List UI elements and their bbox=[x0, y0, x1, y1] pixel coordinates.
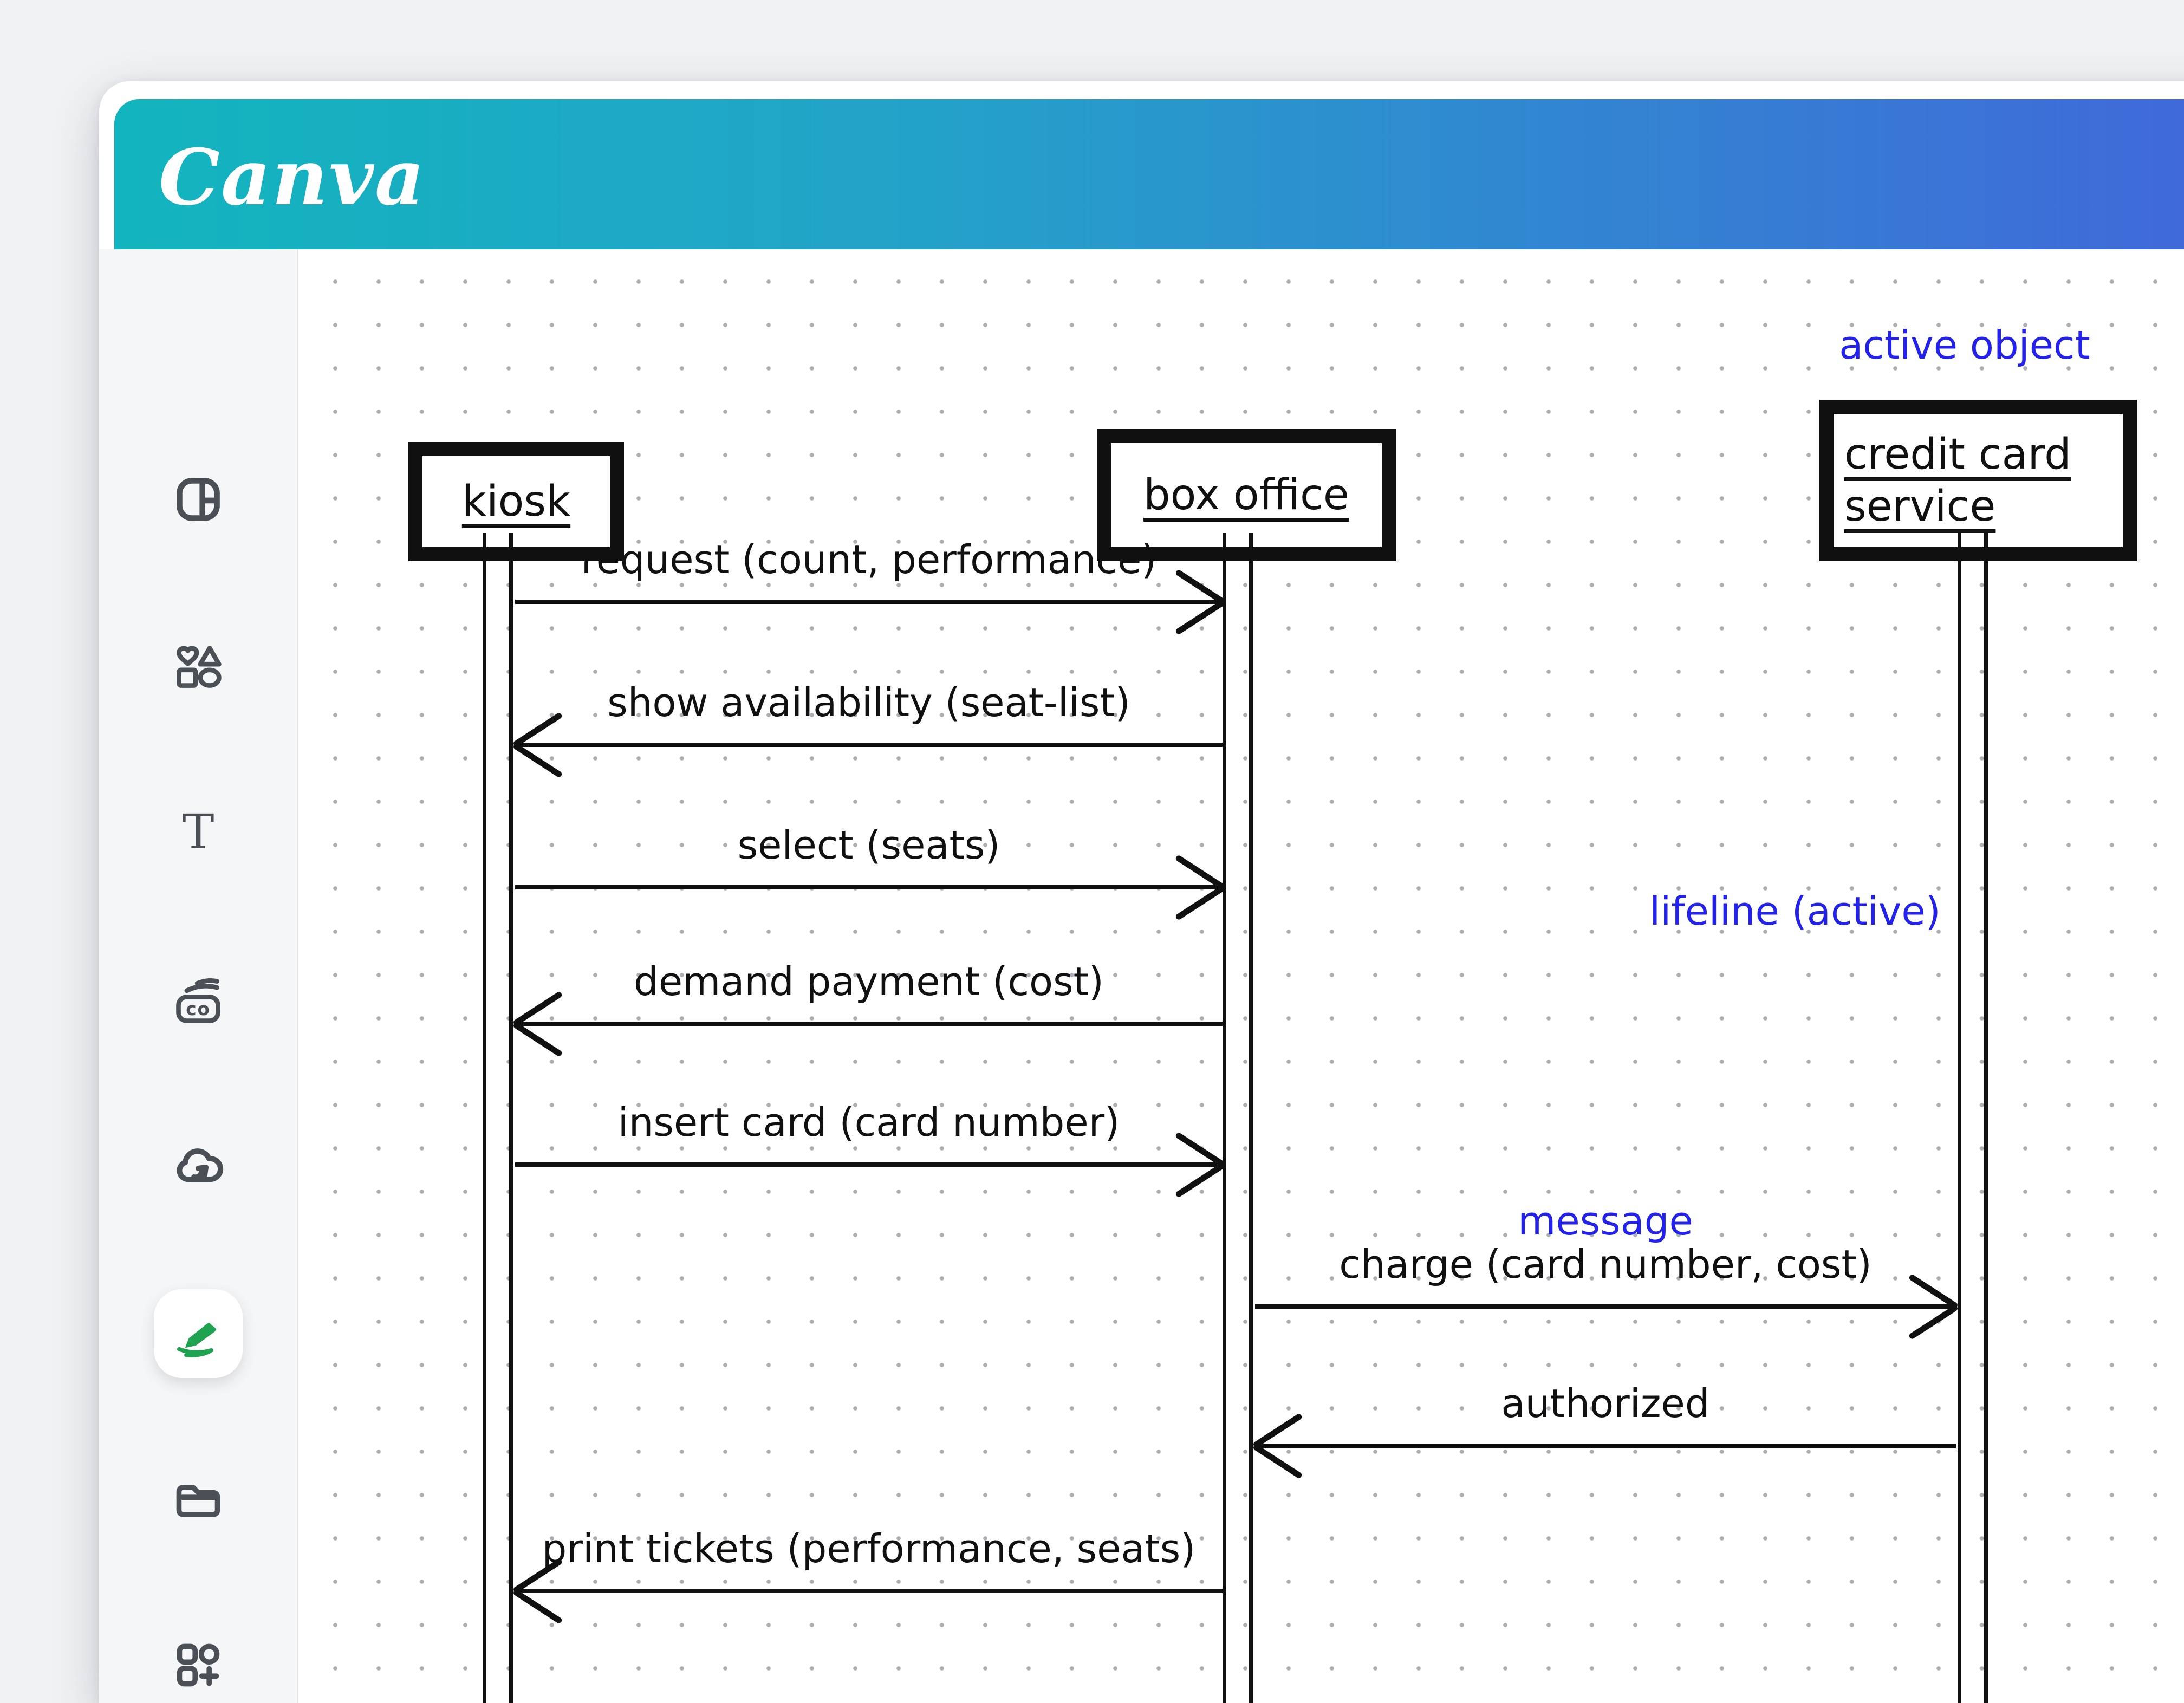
sidebar-item-apps[interactable] bbox=[166, 1633, 231, 1698]
actor-label: box office bbox=[1143, 471, 1349, 519]
canva-window: Canva bbox=[99, 81, 2184, 1703]
topbar: Canva bbox=[114, 99, 2184, 249]
actor-label: credit card service bbox=[1844, 430, 2071, 531]
message-request[interactable]: request (count, performance) bbox=[515, 537, 1225, 635]
sidebar-item-text[interactable]: T bbox=[166, 800, 231, 865]
annotation-lifeline-active[interactable]: lifeline (active) bbox=[1649, 888, 1941, 934]
message-authorized[interactable]: authorized bbox=[1252, 1381, 1956, 1479]
lifeline-credit-card-service[interactable] bbox=[1958, 533, 1988, 1703]
design-icon bbox=[172, 473, 224, 525]
text-icon: T bbox=[172, 807, 224, 859]
sidebar-item-elements[interactable] bbox=[166, 634, 231, 699]
message-print-tickets[interactable]: print tickets (performance, seats) bbox=[512, 1526, 1223, 1624]
sidebar-item-brand[interactable]: co bbox=[166, 970, 231, 1035]
message-select-seats[interactable]: select (seats) bbox=[515, 822, 1225, 921]
svg-text:co: co bbox=[186, 999, 211, 1019]
actor-box-box-office[interactable]: box office bbox=[1097, 429, 1396, 561]
sidebar: T co bbox=[99, 249, 298, 1703]
brand-icon: co bbox=[172, 976, 224, 1028]
apps-grid-plus-icon bbox=[172, 1639, 224, 1691]
draw-pencil-icon bbox=[168, 1304, 228, 1363]
actor-box-credit-card-service[interactable]: credit card service bbox=[1819, 400, 2137, 561]
design-canvas[interactable]: active object lifeline (active) message … bbox=[298, 249, 2184, 1703]
projects-folder-icon bbox=[172, 1473, 224, 1525]
message-charge[interactable]: charge (card number, cost) bbox=[1255, 1242, 1959, 1340]
uploads-cloud-icon bbox=[171, 1138, 225, 1192]
sidebar-item-uploads[interactable] bbox=[166, 1133, 231, 1198]
annotation-active-object[interactable]: active object bbox=[1839, 322, 2090, 368]
message-insert-card[interactable]: insert card (card number) bbox=[515, 1100, 1225, 1198]
svg-text:T: T bbox=[183, 807, 214, 859]
elements-icon bbox=[172, 641, 224, 693]
sidebar-item-design[interactable] bbox=[166, 467, 231, 532]
annotation-message[interactable]: message bbox=[1518, 1198, 1693, 1244]
actor-box-kiosk[interactable]: kiosk bbox=[408, 442, 624, 561]
message-show-availability[interactable]: show availability (seat-list) bbox=[512, 680, 1223, 778]
lifeline-box-office[interactable] bbox=[1223, 533, 1253, 1703]
sidebar-item-projects[interactable] bbox=[166, 1467, 231, 1532]
lifeline-kiosk[interactable] bbox=[483, 533, 513, 1703]
actor-label: kiosk bbox=[461, 477, 571, 526]
message-demand-payment[interactable]: demand payment (cost) bbox=[512, 959, 1223, 1057]
sidebar-item-draw[interactable] bbox=[154, 1289, 243, 1378]
canva-logo: Canva bbox=[159, 133, 426, 223]
